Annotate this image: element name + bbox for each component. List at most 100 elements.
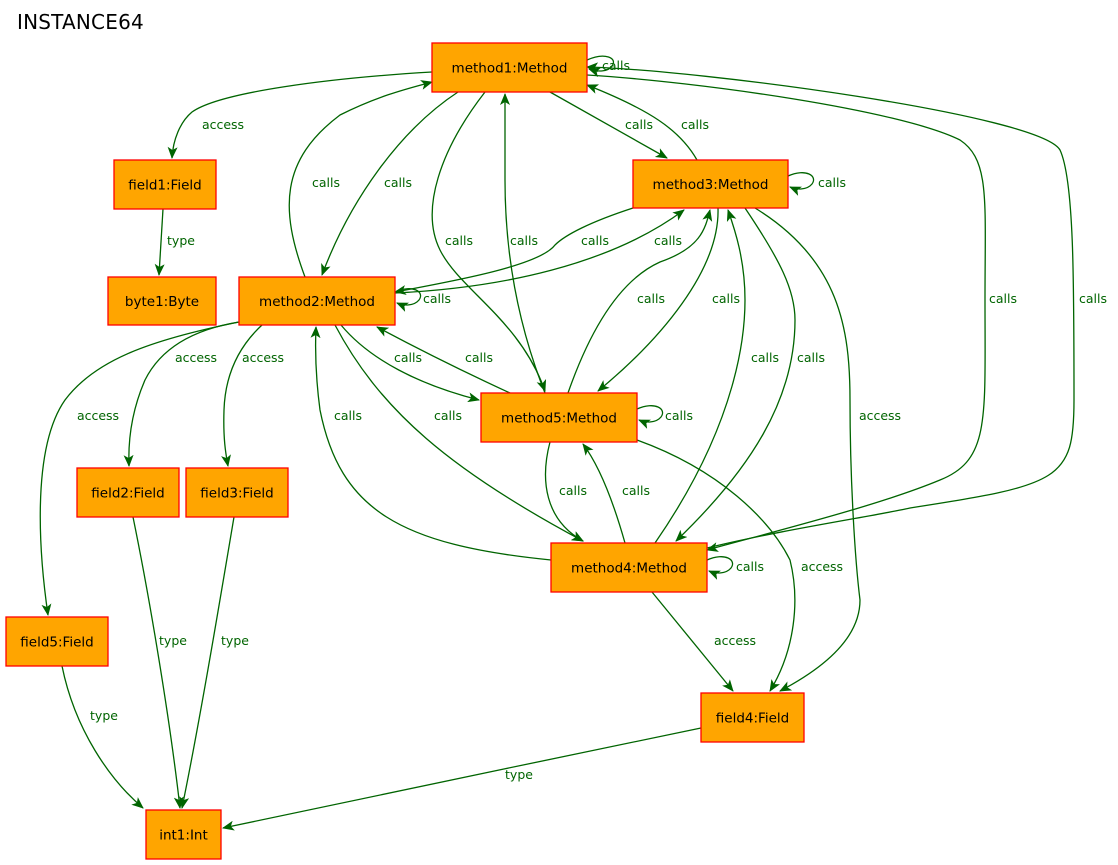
- edge-label: type: [167, 233, 195, 248]
- edge-label: access: [859, 408, 901, 423]
- edge-label: calls: [394, 350, 422, 365]
- edge-label: calls: [423, 291, 451, 306]
- edge-label: type: [505, 767, 533, 782]
- node-box: [550, 542, 708, 593]
- edge-method5-to-method4: calls: [544, 441, 587, 542]
- node-method5[interactable]: method5:Method: [480, 392, 638, 443]
- edge-field5-to-int1: type: [61, 665, 144, 809]
- edge-line: [39, 321, 240, 616]
- edge-line: [167, 71, 433, 159]
- edge-method5-to-field4: access: [636, 439, 843, 692]
- node-label: method1:Method: [452, 61, 568, 77]
- edge-method3-to-method3: calls: [787, 172, 846, 196]
- edge-method2-to-method1: calls: [288, 80, 433, 278]
- edge-method5-to-method3: calls: [567, 209, 713, 394]
- node-box: [5, 616, 109, 667]
- node-method3[interactable]: method3:Method: [632, 159, 789, 209]
- edge-label: calls: [712, 291, 740, 306]
- node-int1[interactable]: int1:Int: [145, 809, 222, 860]
- edge-method4-to-method1: calls: [586, 62, 1107, 549]
- edge-line: [754, 207, 861, 692]
- node-method1[interactable]: method1:Method: [431, 42, 588, 93]
- edge-line: [334, 324, 584, 542]
- edge-line: [586, 84, 698, 161]
- edge-label: calls: [989, 291, 1017, 306]
- edge-method5-to-method1: calls: [500, 93, 546, 394]
- node-box: [185, 467, 289, 518]
- edge-method2-to-field2: access: [123, 321, 240, 467]
- edge-line: [123, 321, 240, 467]
- edge-method4-to-method4: calls: [706, 556, 764, 580]
- edge-label: calls: [1079, 291, 1107, 306]
- edge-label: calls: [751, 350, 779, 365]
- node-field5[interactable]: field5:Field: [5, 616, 109, 667]
- edge-method4-to-method5: calls: [582, 443, 650, 544]
- edge-label: access: [175, 350, 217, 365]
- node-box: [107, 276, 217, 326]
- diagram-title: INSTANCE64: [17, 10, 144, 34]
- edge-line: [582, 443, 626, 544]
- edge-method3-to-method4: calls: [675, 207, 825, 542]
- edge-line: [321, 91, 459, 276]
- edge-line: [310, 326, 552, 561]
- node-byte1[interactable]: byte1:Byte: [107, 276, 217, 326]
- edge-line: [394, 207, 634, 295]
- edge-line: [706, 556, 734, 580]
- node-label: int1:Int: [159, 828, 208, 844]
- edge-method5-to-method5: calls: [636, 405, 693, 429]
- edge-method1-to-method3: calls: [549, 91, 668, 159]
- edge-line: [376, 326, 511, 394]
- edge-label: calls: [445, 233, 473, 248]
- node-field3[interactable]: field3:Field: [185, 467, 289, 518]
- node-box: [145, 809, 222, 860]
- edge-label: type: [90, 708, 118, 723]
- node-label: field5:Field: [20, 635, 93, 651]
- edge-method3-to-method2: calls: [394, 207, 634, 295]
- edge-line: [675, 207, 796, 542]
- edge-field3-to-int1: type: [179, 516, 249, 809]
- edge-label: calls: [384, 175, 412, 190]
- node-field4[interactable]: field4:Field: [700, 692, 805, 743]
- edge-label: calls: [510, 233, 538, 248]
- nodes-layer: method1:Method method2:Method method3:Meth…: [5, 42, 805, 860]
- node-box: [113, 159, 217, 210]
- edge-line: [654, 209, 746, 544]
- edge-line: [431, 91, 547, 392]
- node-label: method2:Method: [259, 294, 375, 310]
- node-label: method3:Method: [653, 177, 769, 193]
- edge-line: [544, 441, 584, 542]
- edge-line: [586, 62, 1075, 549]
- edge-label: access: [714, 633, 756, 648]
- edge-field2-to-int1: type: [132, 516, 187, 809]
- edge-label: calls: [665, 408, 693, 423]
- node-field1[interactable]: field1:Field: [113, 159, 217, 210]
- edge-line: [132, 516, 184, 809]
- edge-line: [597, 207, 719, 392]
- node-method2[interactable]: method2:Method: [238, 276, 396, 326]
- edge-line: [586, 74, 986, 552]
- edge-method2-to-method4: calls: [334, 324, 584, 542]
- node-method4[interactable]: method4:Method: [550, 542, 708, 593]
- edge-line: [221, 324, 263, 467]
- edge-label: type: [221, 633, 249, 648]
- edge-line: [340, 324, 480, 403]
- edges-layer: callsaccesscallscallscallscallscallscall…: [39, 55, 1107, 831]
- node-label: field3:Field: [200, 486, 273, 502]
- edge-method4-to-field4: access: [651, 591, 756, 692]
- edge-line: [651, 591, 734, 692]
- edge-method2-to-method5: calls: [340, 324, 480, 403]
- node-label: field1:Field: [128, 178, 201, 194]
- edge-label: access: [77, 408, 119, 423]
- edge-field1-to-byte1: type: [154, 208, 195, 276]
- edge-line: [500, 93, 546, 394]
- edge-method1-to-method2: calls: [321, 91, 459, 276]
- edge-method3-to-method1: calls: [586, 84, 709, 161]
- node-box: [431, 42, 588, 93]
- edge-label: calls: [625, 117, 653, 132]
- edge-label: calls: [602, 58, 630, 73]
- edge-field4-to-int1: type: [222, 727, 702, 831]
- edge-line: [636, 405, 664, 429]
- node-field2[interactable]: field2:Field: [76, 467, 180, 518]
- edge-method3-to-field4: access: [754, 207, 901, 692]
